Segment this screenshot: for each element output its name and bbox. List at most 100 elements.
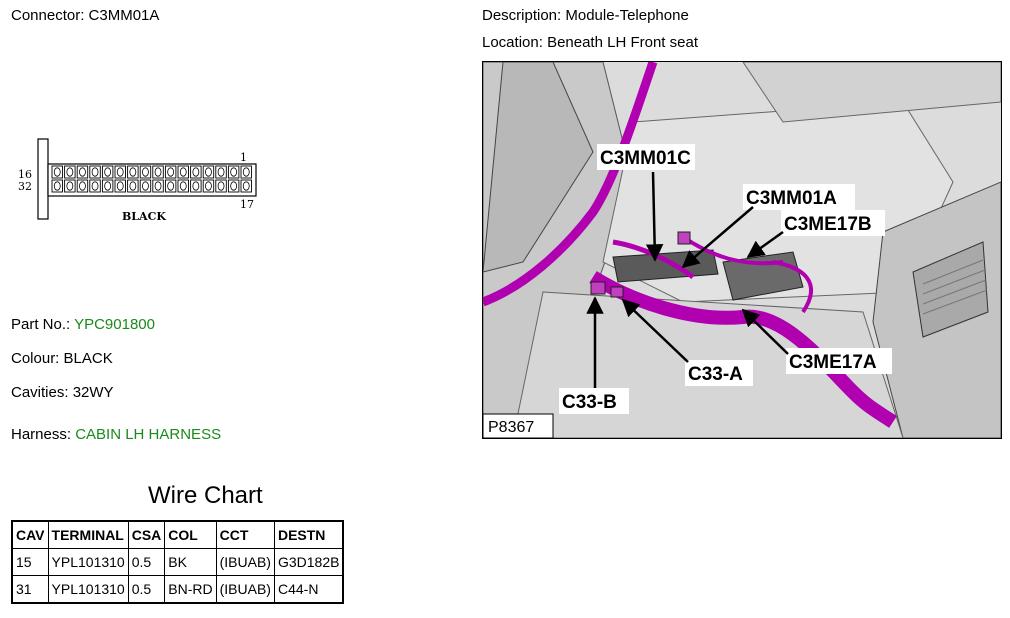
cavities-label: Cavities: <box>11 384 69 401</box>
pin-terminal <box>129 167 137 177</box>
pin-cavity <box>177 179 189 193</box>
pin-cavity <box>240 165 252 179</box>
pin-cavity <box>164 165 177 179</box>
pin-cavity <box>190 165 202 179</box>
pin-cavity <box>127 179 139 193</box>
pin-cavity <box>215 179 227 193</box>
pin-terminal <box>91 181 99 191</box>
pin-terminal <box>192 167 200 177</box>
wire-chart-header-row: CAV TERMINAL CSA COL CCT DESTN <box>11 520 344 549</box>
pin-terminal <box>167 181 175 191</box>
pin-terminal <box>104 181 112 191</box>
pin-terminal <box>230 167 238 177</box>
pin-terminal <box>167 167 175 177</box>
pin-cavity <box>51 179 63 193</box>
callout-c33a: C33-A <box>688 364 743 385</box>
pin-terminal <box>179 167 187 177</box>
location-value: Beneath LH Front seat <box>547 34 698 51</box>
connector-label: Connector: <box>11 7 85 24</box>
cell-csa: 0.5 <box>127 548 166 576</box>
pin-cavity <box>89 179 101 193</box>
pin-terminal <box>192 181 200 191</box>
pin-terminal <box>217 181 225 191</box>
description-value: Module-Telephone <box>565 7 689 24</box>
cell-col: BK <box>164 548 217 576</box>
wire-chart-title: Wire Chart <box>148 482 263 509</box>
cell-cav: 15 <box>11 548 49 576</box>
pin-terminal <box>104 167 112 177</box>
pin-cavity <box>101 165 114 179</box>
figure-id: P8367 <box>488 419 534 436</box>
table-row: 15 YPL101310 0.5 BK (IBUAB) G3D182B <box>11 548 344 576</box>
pin-terminal <box>129 181 137 191</box>
pin-row-top <box>51 165 252 179</box>
colour-value: BLACK <box>63 350 113 367</box>
pin-terminal <box>66 181 74 191</box>
pin-cavity <box>64 165 76 179</box>
pin-terminal <box>154 181 162 191</box>
connector-value: C3MM01A <box>88 7 160 24</box>
callout-c3mm01c: C3MM01C <box>600 148 691 169</box>
col-cav: CAV <box>11 520 49 549</box>
table-row: 31 YPL101310 0.5 BN-RD (IBUAB) C44-N <box>11 575 344 604</box>
col-destn: DESTN <box>273 520 344 549</box>
col-terminal: TERMINAL <box>47 520 129 549</box>
pin-cavity <box>76 165 89 179</box>
location-line: Location: Beneath LH Front seat <box>482 34 698 51</box>
pin-cavity <box>89 165 101 179</box>
connector-pinout-diagram: 16 32 1 17 BLACK <box>18 138 257 223</box>
pin-cavity <box>215 165 227 179</box>
pin-label-17: 17 <box>240 198 254 211</box>
harness-link[interactable]: CABIN LH HARNESS <box>75 426 222 443</box>
pin-cavity <box>190 179 202 193</box>
pin-terminal <box>116 181 124 191</box>
pin-terminal <box>79 181 86 191</box>
pin-cavity <box>127 165 139 179</box>
pin-terminal <box>142 167 149 177</box>
pin-terminal <box>79 167 86 177</box>
description-label: Description: <box>482 7 562 24</box>
pin-cavity <box>114 179 126 193</box>
part-no-link[interactable]: YPC901800 <box>74 316 155 333</box>
pin-terminal <box>154 167 162 177</box>
callout-c3me17b: C3ME17B <box>784 214 872 235</box>
cell-destn: C44-N <box>273 575 344 604</box>
pin-cavity <box>240 179 252 193</box>
location-illustration: C3MM01C C3MM01A C3ME17B C3ME17A C33-A C3… <box>482 61 1002 439</box>
location-label: Location: <box>482 34 543 51</box>
description-line: Description: Module-Telephone <box>482 7 689 24</box>
colour-line: Colour: BLACK <box>11 350 113 367</box>
pin-cavity <box>76 179 89 193</box>
cell-terminal: YPL101310 <box>47 548 129 576</box>
cell-cct: (IBUAB) <box>215 575 275 604</box>
harness-label: Harness: <box>11 426 72 443</box>
pin-terminal <box>66 167 74 177</box>
pin-label-32: 32 <box>18 180 32 193</box>
pin-row-bottom <box>51 179 252 193</box>
pin-terminal <box>217 167 225 177</box>
pin-terminal <box>230 181 238 191</box>
pin-cavity <box>152 165 164 179</box>
pin-terminal <box>53 181 61 191</box>
part-no-line: Part No.: YPC901800 <box>11 316 155 333</box>
pin-cavity <box>64 179 76 193</box>
pin-label-1: 1 <box>240 151 247 164</box>
cell-destn: G3D182B <box>273 548 344 576</box>
pin-cavity <box>114 165 126 179</box>
part-no-label: Part No.: <box>11 316 71 333</box>
callout-c33b: C33-B <box>562 392 617 413</box>
cell-cav: 31 <box>11 575 49 604</box>
cavities-value: 32WY <box>72 384 114 401</box>
pin-cavity <box>202 179 215 193</box>
pin-cavity <box>227 165 240 179</box>
col-cct: CCT <box>215 520 275 549</box>
cell-terminal: YPL101310 <box>47 575 129 604</box>
pin-cavity <box>227 179 240 193</box>
callout-c3me17a: C3ME17A <box>789 352 877 373</box>
pin-terminal <box>116 167 124 177</box>
cell-csa: 0.5 <box>127 575 166 604</box>
pin-terminal <box>179 181 187 191</box>
pin-terminal <box>205 167 212 177</box>
pin-cavity <box>101 179 114 193</box>
pin-terminal <box>91 167 99 177</box>
